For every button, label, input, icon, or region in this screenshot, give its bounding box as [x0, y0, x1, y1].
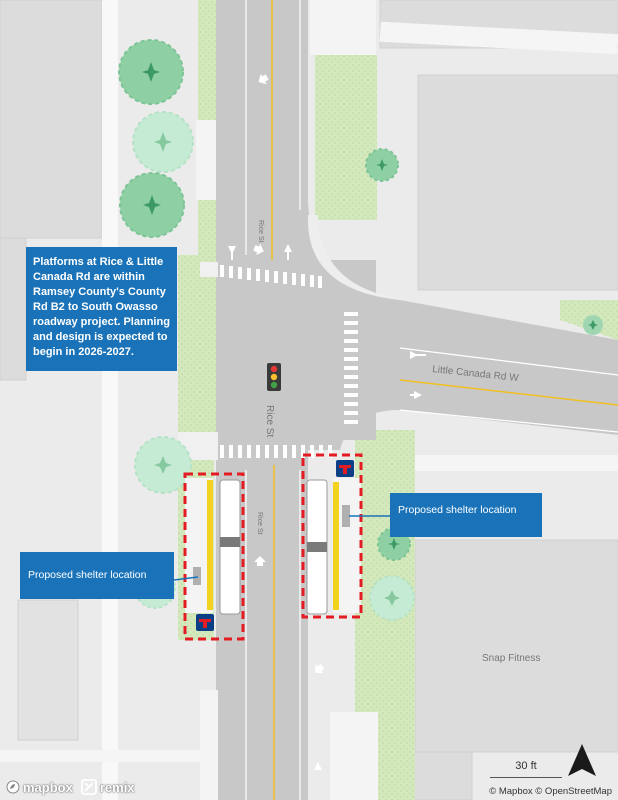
leader-line-left	[173, 576, 199, 581]
tree-icon	[369, 575, 415, 621]
scale-line	[490, 774, 562, 778]
scale-bar: 30 ft	[490, 760, 562, 778]
tree-icon	[134, 436, 192, 494]
street-label-rice-north: Rice St	[257, 220, 264, 243]
platform-west	[183, 472, 245, 641]
remix-logo-icon	[80, 779, 97, 795]
shelter-callout-left: Proposed shelter location	[20, 552, 174, 599]
tree-icon	[132, 111, 194, 173]
platform-east-outline	[301, 453, 363, 619]
lane-arrow-icon	[228, 73, 426, 770]
shelter-callout-right: Proposed shelter location	[390, 493, 542, 537]
mapbox-logo[interactable]: mapbox	[6, 780, 73, 795]
traffic-signal-icon	[267, 363, 281, 391]
crosswalk-east	[344, 312, 358, 424]
remix-logo[interactable]: remix	[80, 779, 135, 795]
tree-icon	[119, 172, 185, 238]
tree-icon	[583, 315, 603, 335]
mapbox-logo-icon	[6, 780, 20, 794]
mapbox-logo-text: mapbox	[23, 779, 73, 795]
lane-lines	[245, 0, 618, 800]
remix-logo-text: remix	[99, 779, 135, 795]
scale-label: 30 ft	[515, 760, 537, 772]
place-label-snap-fitness: Snap Fitness	[482, 653, 541, 664]
centerlines	[271, 0, 618, 800]
crosswalk-south	[220, 445, 332, 458]
platform-west-outline	[183, 472, 245, 641]
platform-east	[301, 453, 363, 619]
street-label-rice-main: Rice St	[264, 405, 275, 437]
map-logos: mapbox remix	[6, 779, 135, 795]
project-note-callout: Platforms at Rice & Little Canada Rd are…	[26, 247, 177, 371]
tree-icon	[365, 148, 399, 182]
roads	[216, 0, 618, 800]
north-arrow-icon	[568, 744, 596, 776]
crosswalk-north	[220, 265, 322, 288]
tree-icon	[118, 39, 184, 105]
map-attribution[interactable]: © Mapbox © OpenStreetMap	[489, 786, 612, 797]
street-label-rice-south: Rice St	[256, 512, 263, 535]
median	[196, 0, 410, 800]
